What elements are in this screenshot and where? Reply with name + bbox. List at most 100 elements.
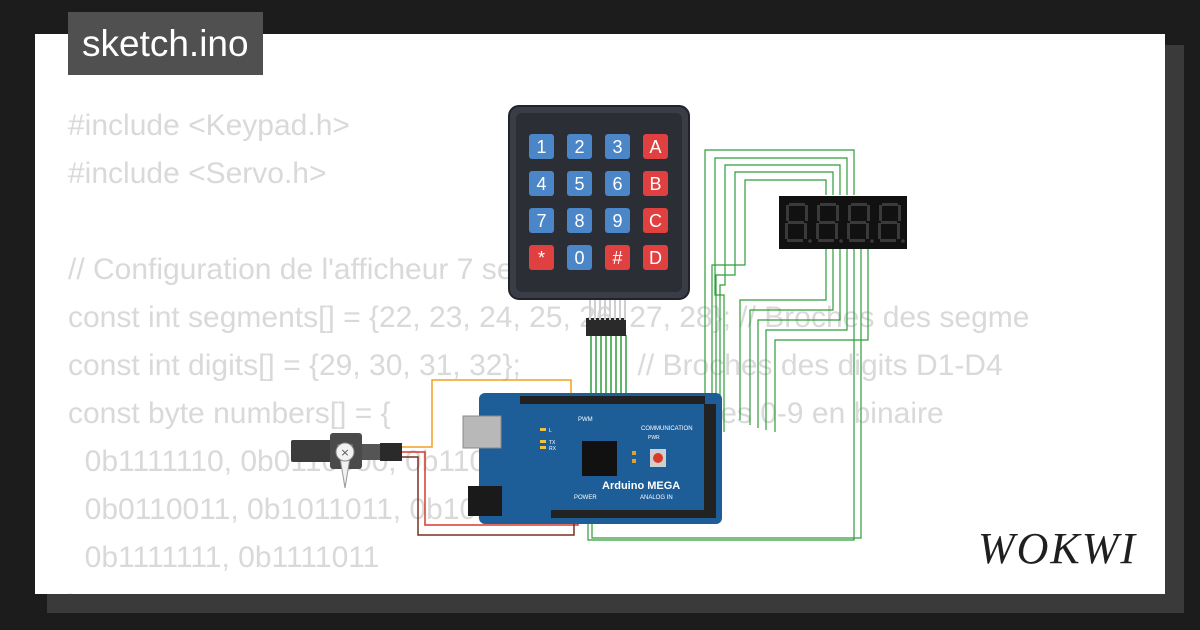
keypad-key-label: C xyxy=(649,211,662,231)
keypad[interactable]: 1 2 3 A 4 5 6 B 7 8 9 C * 0 # D xyxy=(508,105,690,336)
keypad-key-4[interactable]: 4 xyxy=(529,171,554,196)
led-tx-label: TX xyxy=(549,440,556,446)
led-rx-label: RX xyxy=(549,446,557,452)
keypad-key-hash[interactable]: # xyxy=(605,245,630,270)
display-wires xyxy=(587,149,869,541)
display-segment xyxy=(881,221,897,224)
display-segment xyxy=(867,205,870,221)
display-digit xyxy=(847,203,874,243)
usb-port xyxy=(462,415,502,449)
code-line: #include <Servo.h> xyxy=(68,157,327,190)
display-digit xyxy=(878,203,905,243)
display-decimal-point xyxy=(901,239,905,243)
display-segment xyxy=(898,205,901,221)
display-segment xyxy=(817,205,820,221)
display-segment xyxy=(848,205,851,221)
display-segment xyxy=(836,205,839,221)
display-segment xyxy=(788,221,804,224)
analog-header xyxy=(551,510,716,518)
keypad-key-label: B xyxy=(649,174,661,194)
keypad-key-3[interactable]: 3 xyxy=(605,134,630,159)
keypad-key-2[interactable]: 2 xyxy=(567,134,592,159)
keypad-wires xyxy=(590,335,627,395)
display-segment xyxy=(850,221,866,224)
display-segment xyxy=(818,239,834,242)
servo-motor[interactable]: × xyxy=(291,433,402,489)
display-segment xyxy=(847,223,850,239)
keypad-key-label: 7 xyxy=(536,211,546,231)
keypad-key-c[interactable]: C xyxy=(643,208,668,233)
keypad-key-1[interactable]: 1 xyxy=(529,134,554,159)
display-segment xyxy=(851,203,867,206)
keypad-key-label: # xyxy=(612,248,622,268)
led-l xyxy=(540,428,546,431)
display-segment xyxy=(785,223,788,239)
display-digit xyxy=(816,203,843,243)
keypad-key-b[interactable]: B xyxy=(643,171,668,196)
code-line: const int digits[] = {29, 30, 31, 32}; /… xyxy=(68,349,1003,382)
wokwi-logo: WOKWI xyxy=(978,524,1138,573)
code-line: const int segments[] = {22, 23, 24, 25, … xyxy=(68,301,1030,334)
display-segment xyxy=(787,239,803,242)
display-digit xyxy=(785,203,812,243)
board-name: Arduino MEGA xyxy=(602,480,680,492)
keypad-key-0[interactable]: 0 xyxy=(567,245,592,270)
keypad-key-label: 5 xyxy=(574,174,584,194)
keypad-connector-pins xyxy=(589,300,626,320)
keypad-key-label: 3 xyxy=(612,137,622,157)
display-segment xyxy=(879,205,882,221)
power-jack xyxy=(468,486,502,516)
mcu-chip xyxy=(582,441,617,476)
display-segment xyxy=(882,203,898,206)
keypad-key-a[interactable]: A xyxy=(643,134,668,159)
display-segment xyxy=(878,223,881,239)
display-segment xyxy=(804,223,807,239)
communication-label: COMMUNICATION xyxy=(641,426,693,432)
keypad-key-label: * xyxy=(538,248,545,268)
code-line: }; xyxy=(68,582,1029,594)
display-segment xyxy=(786,205,789,221)
keypad-key-label: 1 xyxy=(536,137,546,157)
side-header xyxy=(704,404,716,512)
display-decimal-point xyxy=(839,239,843,243)
keypad-key-label: 6 xyxy=(612,174,622,194)
analog-in-label: ANALOG IN xyxy=(640,495,673,501)
display-segment xyxy=(880,239,896,242)
display-segment xyxy=(866,223,869,239)
display-segment xyxy=(849,239,865,242)
display-segment xyxy=(835,223,838,239)
keypad-key-label: A xyxy=(649,137,661,157)
seven-segment-display[interactable] xyxy=(779,196,907,249)
display-segment xyxy=(789,203,805,206)
keypad-key-label: 0 xyxy=(574,248,584,268)
keypad-key-9[interactable]: 9 xyxy=(605,208,630,233)
display-decimal-point xyxy=(870,239,874,243)
arduino-mega-board[interactable]: Arduino MEGA POWER ANALOG IN PWM COMMUNI… xyxy=(462,393,722,524)
display-segment xyxy=(819,221,835,224)
code-line: 0b1111111, 0b1111011 xyxy=(68,541,380,574)
keypad-key-7[interactable]: 7 xyxy=(529,208,554,233)
display-segment xyxy=(820,203,836,206)
keypad-key-6[interactable]: 6 xyxy=(605,171,630,196)
page-title: sketch.ino xyxy=(68,12,263,75)
power-label: POWER xyxy=(574,495,597,501)
code-line: #include <Keypad.h> xyxy=(68,109,350,142)
keypad-key-label: D xyxy=(649,248,662,268)
led-l-label: L xyxy=(549,428,552,434)
keypad-key-star[interactable]: * xyxy=(529,245,554,270)
display-segment xyxy=(805,205,808,221)
keypad-key-8[interactable]: 8 xyxy=(567,208,592,233)
keypad-key-label: 8 xyxy=(574,211,584,231)
display-segment xyxy=(897,223,900,239)
keypad-key-5[interactable]: 5 xyxy=(567,171,592,196)
keypad-key-label: 4 xyxy=(536,174,546,194)
display-segment xyxy=(816,223,819,239)
pwr-led-label: PWR xyxy=(648,435,660,441)
display-decimal-point xyxy=(808,239,812,243)
keypad-key-d[interactable]: D xyxy=(643,245,668,270)
keypad-key-label: 2 xyxy=(574,137,584,157)
digital-header xyxy=(520,396,705,404)
keypad-key-label: 9 xyxy=(612,211,622,231)
svg-text:×: × xyxy=(340,446,349,459)
